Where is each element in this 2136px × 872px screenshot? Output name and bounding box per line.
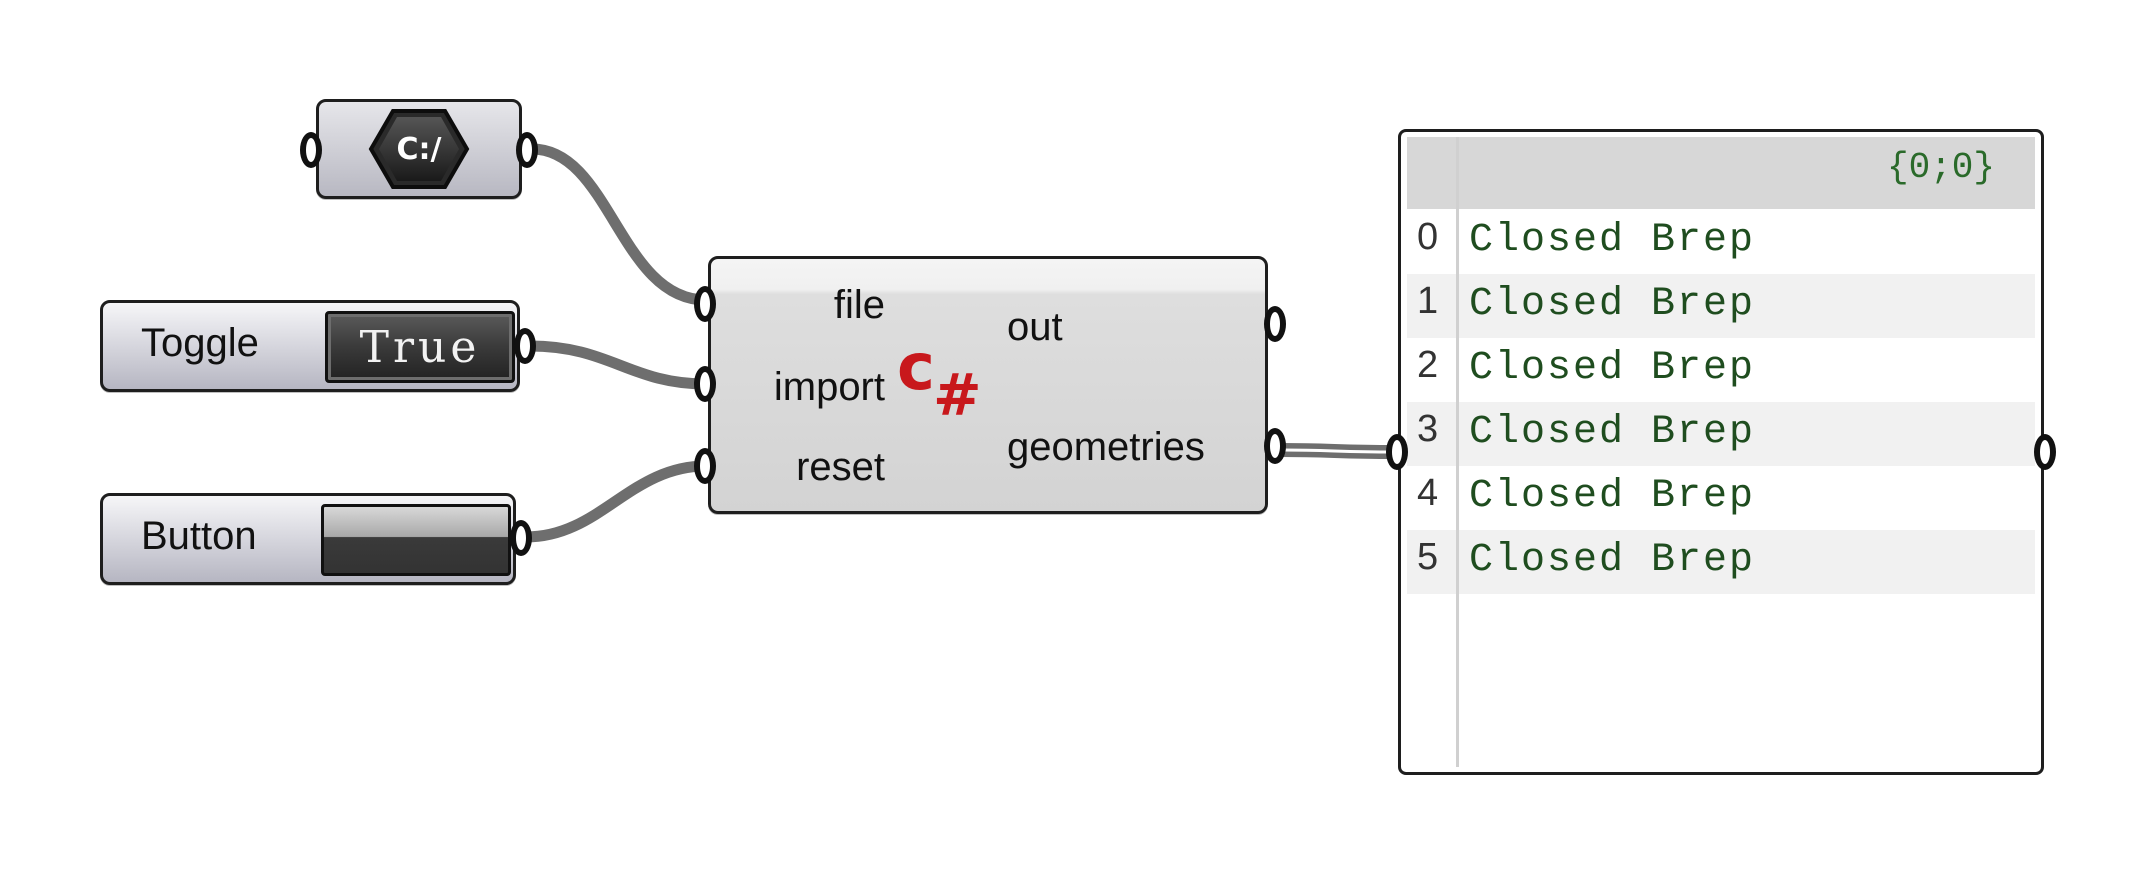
button-output-grip[interactable] [510, 520, 532, 556]
file-input-grip[interactable] [694, 286, 716, 322]
file-path-component[interactable]: C:/ [316, 99, 522, 199]
data-panel[interactable]: {0;0} 0 Closed Brep 1 Closed Brep 2 Clos… [1398, 129, 2044, 775]
wire-toggle-to-import[interactable] [524, 340, 712, 390]
file-path-icon: C:/ [367, 107, 471, 191]
panel-row: 2 Closed Brep [1407, 338, 2035, 402]
row-index: 3 [1417, 408, 1439, 450]
panel-branch-path: {0;0} [1886, 147, 1995, 188]
panel-row: 1 Closed Brep [1407, 274, 2035, 338]
input-param-import[interactable]: import [773, 365, 885, 409]
toggle-output-grip[interactable] [514, 328, 536, 364]
file-path-icon-text: C:/ [396, 131, 442, 167]
wire-button-to-reset[interactable] [520, 460, 712, 543]
row-value: Closed Brep [1469, 474, 1756, 519]
wire-path-to-file[interactable] [526, 143, 712, 306]
row-index: 0 [1417, 216, 1439, 258]
path-input-grip[interactable] [300, 132, 322, 168]
panel-index-divider [1456, 137, 1459, 767]
geometries-output-grip[interactable] [1264, 428, 1286, 464]
panel-input-grip[interactable] [1386, 434, 1408, 470]
panel-row: 3 Closed Brep [1407, 402, 2035, 466]
output-param-geometries[interactable]: geometries [1007, 425, 1205, 469]
row-index: 2 [1417, 344, 1439, 386]
button-component[interactable]: Button [100, 493, 516, 585]
row-value: Closed Brep [1469, 538, 1756, 583]
panel-row: 4 Closed Brep [1407, 466, 2035, 530]
toggle-value: True [359, 321, 481, 373]
toggle-label: Toggle [141, 321, 259, 365]
row-index: 4 [1417, 472, 1439, 514]
panel-row: 0 Closed Brep [1407, 210, 2035, 274]
reset-input-grip[interactable] [694, 448, 716, 484]
panel-row: 5 Closed Brep [1407, 530, 2035, 594]
row-value: Closed Brep [1469, 346, 1756, 391]
button-face[interactable] [321, 504, 511, 576]
button-label: Button [141, 514, 257, 558]
out-output-grip[interactable] [1264, 306, 1286, 342]
boolean-toggle[interactable]: Toggle True [100, 300, 520, 392]
row-value: Closed Brep [1469, 282, 1756, 327]
row-value: Closed Brep [1469, 410, 1756, 455]
import-input-grip[interactable] [694, 366, 716, 402]
output-param-out[interactable]: out [1007, 305, 1063, 349]
path-output-grip[interactable] [516, 132, 538, 168]
wire-geometries-to-panel[interactable] [1281, 443, 1395, 459]
toggle-value-button[interactable]: True [325, 311, 515, 383]
input-param-file[interactable]: file [833, 283, 885, 327]
csharp-icon: c# [897, 331, 982, 429]
csharp-script-component[interactable]: file import reset c# out geometries [708, 256, 1268, 514]
panel-output-grip[interactable] [2034, 434, 2056, 470]
panel-header: {0;0} [1407, 137, 2035, 209]
input-param-reset[interactable]: reset [796, 445, 885, 489]
row-index: 5 [1417, 536, 1439, 578]
row-value: Closed Brep [1469, 218, 1756, 263]
row-index: 1 [1417, 280, 1439, 322]
